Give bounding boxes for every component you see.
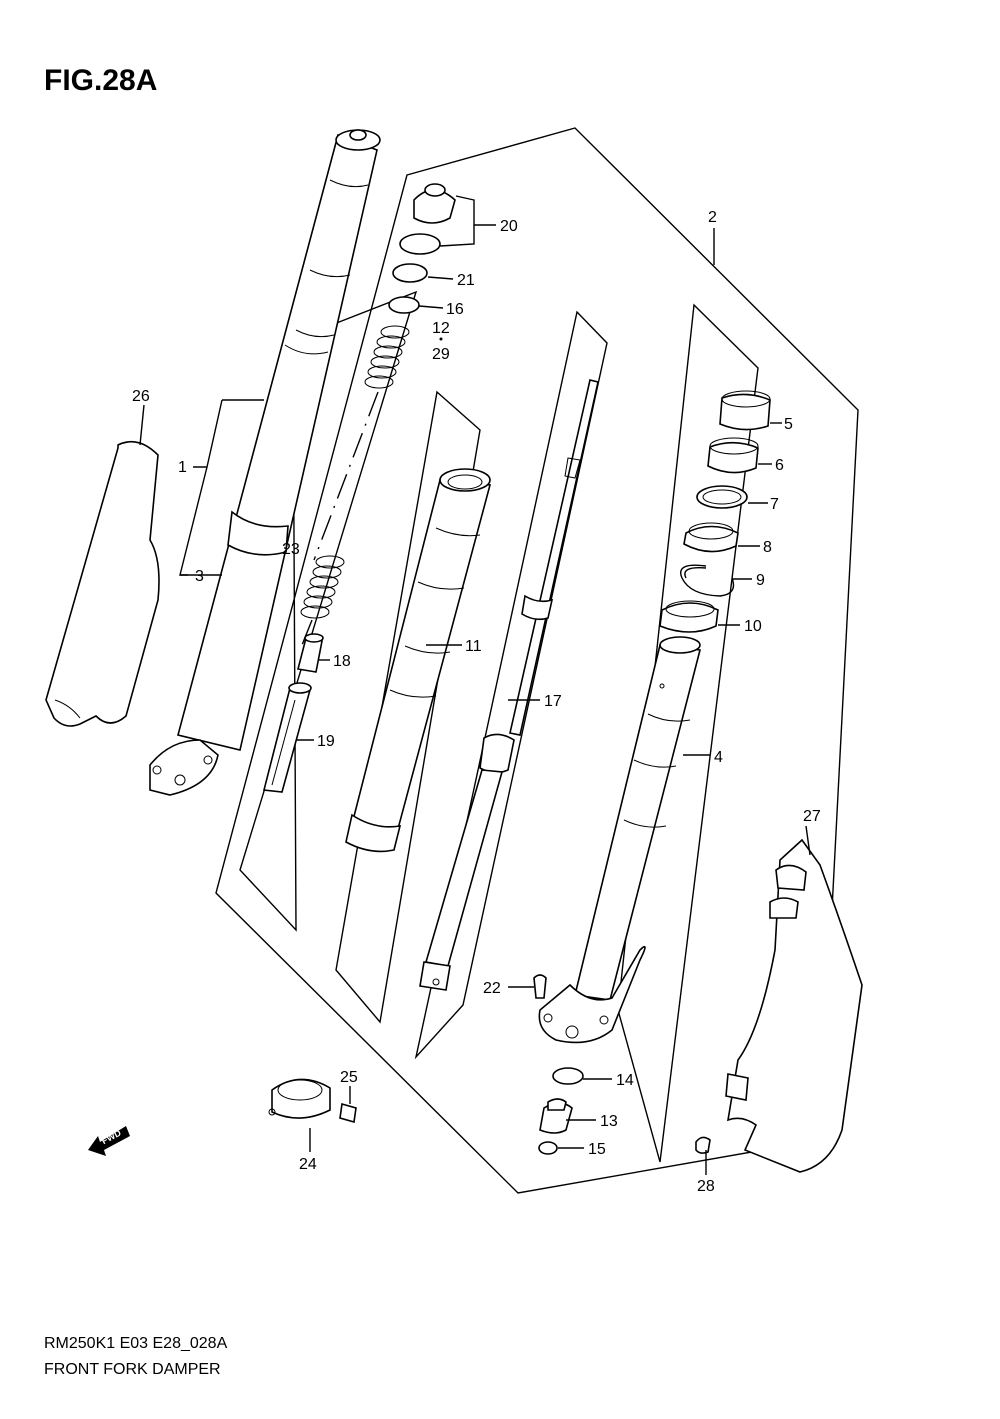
callout-20: 20 [500,218,518,235]
axis-line [299,619,313,651]
spring-lower-part-29 [300,555,345,619]
axis-line [313,391,379,561]
axle-holder [538,945,646,1044]
guide-part-19 [262,682,312,793]
bolt-part-22 [533,974,547,999]
fwd-arrow-icon: FWD [88,1126,130,1156]
bolt-part-28 [695,1136,711,1154]
callout-19: 19 [317,733,335,750]
bolt-part-25 [339,1102,357,1124]
callout-29: 29 [432,346,450,363]
callout-15: 15 [588,1141,606,1158]
callout-25: 25 [340,1069,358,1086]
callout-4: 4 [714,749,723,766]
washer-part-15 [538,1141,558,1155]
callout-8: 8 [763,539,772,556]
base-valve-part-13 [539,1098,573,1134]
callout-9: 9 [756,572,765,589]
callout-18: 18 [333,653,351,670]
callout-5: 5 [784,416,793,433]
callout-2: 2 [708,209,717,226]
callout-14: 14 [616,1072,634,1089]
group-outline-rod [414,310,608,1060]
callout-13: 13 [600,1113,618,1130]
callout-17: 17 [544,693,562,710]
dust-seal-part-10 [659,600,719,633]
callout-28: 28 [697,1178,715,1195]
callout-12: 12 [432,320,450,337]
callouts: 1 2 3 4 5 6 7 8 9 10 11 12 13 14 15 16 1… [132,209,821,1195]
inner-tube-part-4 [574,636,702,1001]
callout-7: 7 [770,496,779,513]
callout-3: 3 [195,568,204,585]
callout-1: 1 [178,459,187,476]
callout-22: 22 [483,980,501,997]
damper-rod-part-17 [419,379,599,991]
cartridge-tube-part-11 [345,468,492,853]
stopper-ring-part-9 [680,564,735,597]
spacer-part-18 [297,633,324,673]
bushing-part-5 [719,390,771,431]
callout-21: 21 [457,272,475,289]
callout-11: 11 [465,638,482,655]
callout-23: 23 [282,541,300,558]
callout-27: 27 [803,808,821,825]
fork-guard-right-part-27 [725,838,863,1173]
callout-dot [439,337,443,341]
figure-caption: FRONT FORK DAMPER [44,1361,221,1378]
outer-tube-part-1 [149,129,381,796]
fork-guard-left-part-26 [45,440,160,727]
figure-title: FIG.28A [44,64,157,97]
clamp-part-24 [268,1078,331,1119]
model-code: RM250K1 E03 E28_028A [44,1335,228,1352]
callout-10: 10 [744,618,762,635]
spring-upper-part-12 [364,325,410,389]
o-ring-part-14 [552,1067,584,1085]
washer-part-7 [696,485,748,509]
bushing-part-6 [707,437,759,474]
leader-lines [139,195,811,1175]
top-cap-part-20 [388,183,456,314]
callout-24: 24 [299,1156,317,1173]
callout-26: 26 [132,388,150,405]
oil-seal-part-8 [683,522,739,553]
callout-16: 16 [446,301,464,318]
callout-6: 6 [775,457,784,474]
